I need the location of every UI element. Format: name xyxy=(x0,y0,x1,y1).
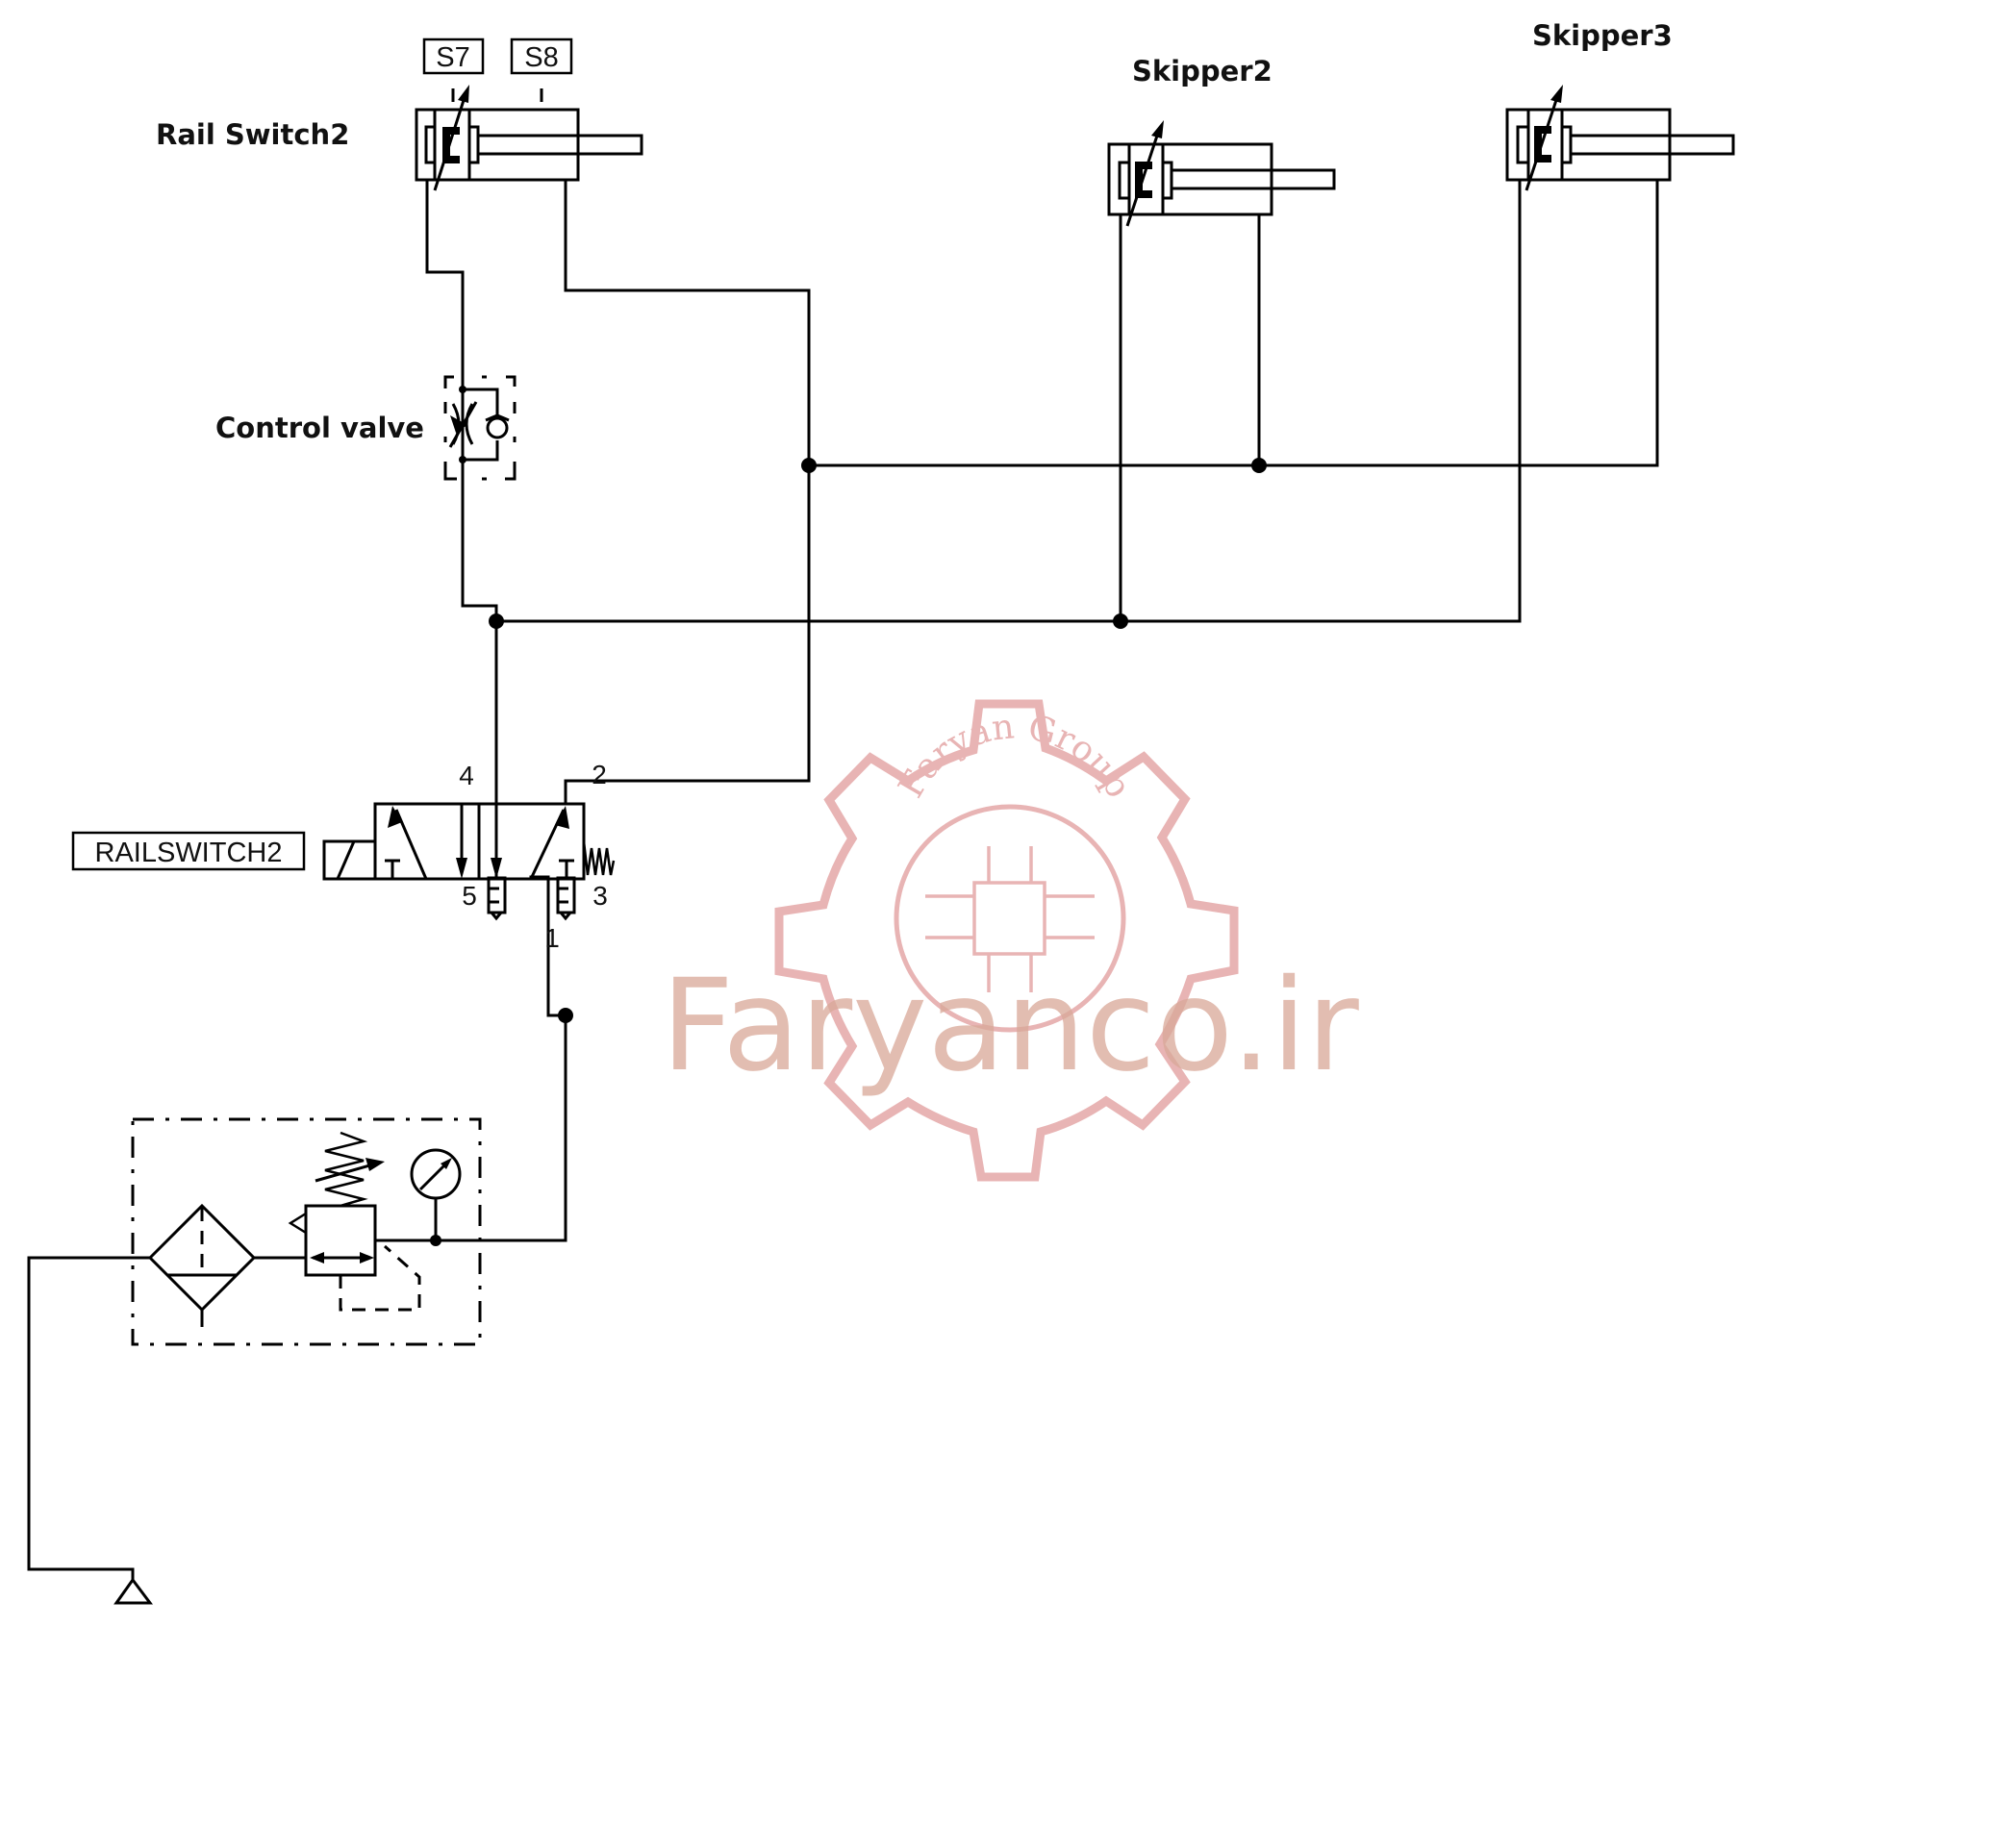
frl-unit[interactable] xyxy=(131,1117,482,1346)
valve-right-envelope xyxy=(491,806,574,880)
pressure-source-icon xyxy=(113,1577,153,1605)
air-supply[interactable] xyxy=(27,1256,153,1605)
watermark-inner-ring xyxy=(894,804,1126,1033)
watermark-chip-icon xyxy=(925,846,1095,992)
flow-control-valve[interactable]: Control valve xyxy=(215,375,517,481)
watermark-brand-text: Faryanco.ir xyxy=(661,952,1359,1100)
junction-dot xyxy=(801,458,817,473)
throttle-icon xyxy=(448,401,478,448)
watermark: Faryan Group Faryanco.ir xyxy=(661,699,1359,1182)
pressure-gauge-icon xyxy=(410,1148,462,1246)
return-spring-icon xyxy=(582,840,616,876)
skipper3-cylinder[interactable]: Skipper3 xyxy=(1505,19,1735,191)
skipper3-label: Skipper3 xyxy=(1532,19,1673,52)
silencer-3-icon xyxy=(556,876,576,921)
filter-icon xyxy=(147,1203,257,1327)
cylinder-body xyxy=(1505,85,1735,191)
port-4-label: 4 xyxy=(459,761,474,790)
junction-dot xyxy=(558,1008,573,1023)
junction-dot xyxy=(489,613,504,629)
valve-left-envelope xyxy=(385,804,467,880)
check-valve-icon xyxy=(485,413,510,439)
skipper2-label: Skipper2 xyxy=(1132,55,1273,88)
cylinder-body xyxy=(415,85,643,191)
watermark-gear-icon xyxy=(774,699,1239,1182)
junction-dot xyxy=(1113,613,1128,629)
port-5-label: 5 xyxy=(462,881,477,911)
sensor-s8[interactable]: S8 xyxy=(510,38,573,102)
sensor-s7-label: S7 xyxy=(436,42,469,73)
junction-dots xyxy=(489,458,1267,1023)
skipper2-cylinder[interactable]: Skipper2 xyxy=(1107,55,1336,227)
dashed-enclosure xyxy=(443,375,517,481)
port-1-label: 1 xyxy=(544,923,560,953)
rail-switch-cylinder[interactable]: Rail Switch2 S7 S8 xyxy=(156,38,643,191)
watermark-group-text: Faryan Group xyxy=(892,707,1139,804)
silencer-5-icon xyxy=(487,876,507,921)
rail-switch-label: Rail Switch2 xyxy=(156,118,349,151)
sensor-s7[interactable]: S7 xyxy=(422,38,485,102)
port-2-label: 2 xyxy=(592,760,607,789)
solenoid-tag-label: RAILSWITCH2 xyxy=(95,838,283,868)
junction-dot xyxy=(1251,458,1267,473)
solenoid-actuator-icon xyxy=(322,839,377,881)
cylinder-body xyxy=(1107,120,1336,227)
regulator-icon xyxy=(288,1131,421,1312)
control-valve-label: Control valve xyxy=(215,412,424,444)
directional-valve[interactable]: RAILSWITCH2 4 2 5 xyxy=(71,760,616,953)
solenoid-tag[interactable]: RAILSWITCH2 xyxy=(71,831,306,871)
port-3-label: 3 xyxy=(592,881,608,911)
sensor-s8-label: S8 xyxy=(524,42,558,73)
